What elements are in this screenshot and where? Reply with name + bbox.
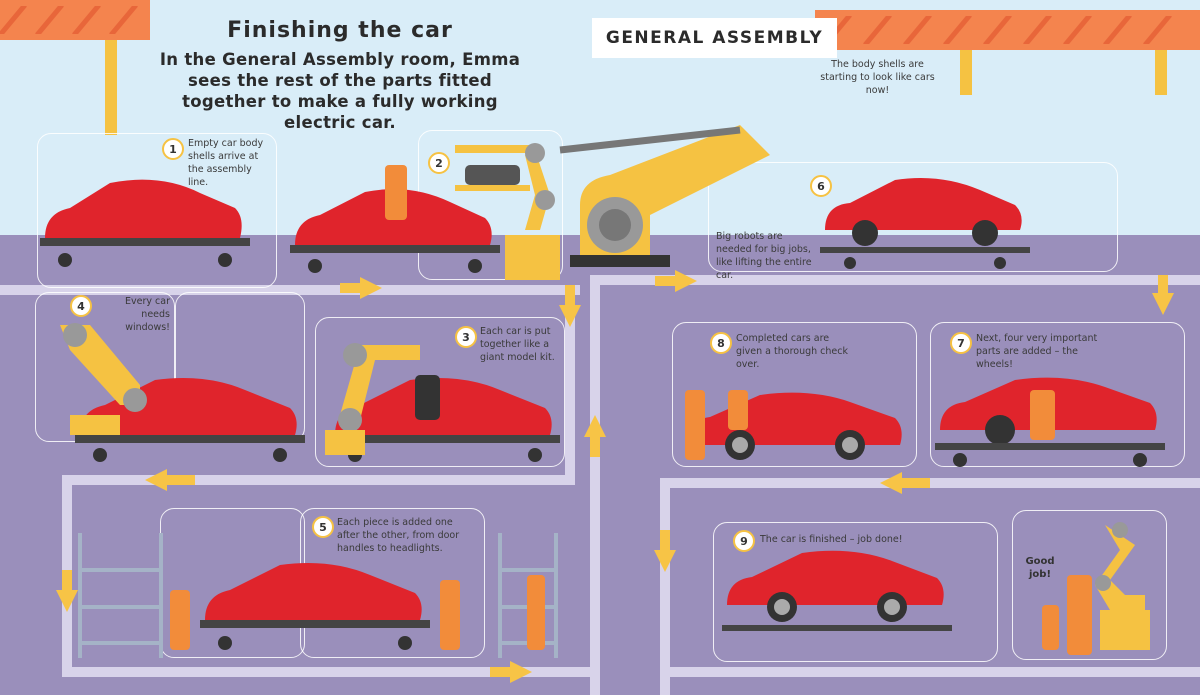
robot-arm-window <box>60 323 147 435</box>
arrow-left-1-shaft <box>900 478 930 488</box>
arrow-down-icon <box>56 590 78 612</box>
arrow-right-icon <box>510 661 532 683</box>
step-caption-5: Each piece is added one after the other,… <box>337 517 460 554</box>
step-panel-8 <box>672 322 917 467</box>
step-number-7: 7 <box>950 332 972 354</box>
gantry-crane-right <box>815 10 1200 50</box>
arrow-left-2-shaft <box>165 475 195 485</box>
step-number-5: 5 <box>312 516 334 538</box>
arrow-down-4-shaft <box>660 530 670 552</box>
car-check <box>685 392 902 460</box>
page-title: Finishing the car <box>227 18 453 43</box>
track-bottom-right <box>660 667 1200 677</box>
step-number-1: 1 <box>162 138 184 160</box>
step-number-9: 9 <box>733 530 755 552</box>
arrow-right-icon <box>675 270 697 292</box>
crane-arm-right-2 <box>1155 50 1167 95</box>
step-number-2: 2 <box>428 152 450 174</box>
step-panel-9 <box>713 522 998 662</box>
arrow-right-2-shaft <box>655 276 675 286</box>
worker-emma-tablet <box>385 165 407 220</box>
arrow-right-3-shaft <box>490 667 510 677</box>
robot-arm-finish <box>1095 522 1150 650</box>
step-caption-7: Next, four very important parts are adde… <box>976 333 1098 370</box>
step-caption-3: Each car is put together like a giant mo… <box>480 326 555 363</box>
arrow-down-1-shaft <box>565 285 575 307</box>
sky-note: The body shells are starting to look lik… <box>820 59 935 96</box>
robot-arm-seat <box>325 343 420 455</box>
step-number-6: 6 <box>810 175 832 197</box>
robot-arm-battery <box>455 143 560 280</box>
car-shell-1 <box>40 179 250 267</box>
step-panel-6 <box>708 162 1118 272</box>
car-parts <box>200 562 430 650</box>
step-caption-9: The car is finished – job done! <box>760 534 903 545</box>
step-caption-1: Empty car body shells arrive at the asse… <box>188 138 264 188</box>
page-intro: In the General Assembly room, Emma sees … <box>159 50 521 132</box>
step-panel-3 <box>315 317 565 467</box>
arrow-down-icon <box>1152 293 1174 315</box>
speech-bubble: Good job! <box>1025 556 1055 580</box>
worker-shelf <box>527 575 545 650</box>
step-number-8: 8 <box>710 332 732 354</box>
arrow-right-icon <box>360 277 382 299</box>
emma-child <box>1042 605 1059 650</box>
step-number-4: 4 <box>70 295 92 317</box>
step-panel-7 <box>930 322 1185 467</box>
car-finished <box>722 550 952 631</box>
step-number-3: 3 <box>455 326 477 348</box>
arrow-down-icon <box>559 305 581 327</box>
car-lifted <box>820 177 1030 269</box>
track-top-left <box>0 285 580 295</box>
track-top-right <box>590 275 1200 285</box>
track-vertical-center <box>590 275 600 695</box>
track-mid-left <box>62 475 575 485</box>
big-robot-arm <box>559 125 770 267</box>
track-right-vertical <box>660 478 670 695</box>
robots-note: Big robots are needed for big jobs, like… <box>716 231 812 281</box>
worker-adult-final <box>1067 575 1092 655</box>
track-vertical-mid <box>565 285 575 480</box>
crane-arm-left <box>105 40 117 135</box>
arrow-up-icon <box>584 415 606 437</box>
gantry-crane-left <box>0 0 150 40</box>
step-panel-1 <box>37 133 277 288</box>
track-bottom-left <box>62 667 600 677</box>
arrow-left-icon <box>880 472 902 494</box>
arrow-down-2-shaft <box>1158 275 1168 295</box>
step-panel-10 <box>1012 510 1167 660</box>
worker-wheel <box>1030 390 1055 440</box>
track-mid-right <box>660 478 1200 488</box>
worker-parts-right <box>440 580 460 650</box>
section-badge: GENERAL ASSEMBLY <box>592 18 837 58</box>
crane-arm-right-1 <box>960 50 972 95</box>
worker-inspector-2 <box>728 390 748 430</box>
car-seat <box>330 375 560 462</box>
step-caption-8: Completed cars are given a thorough chec… <box>736 333 848 370</box>
page-header: Finishing the car In the General Assembl… <box>150 18 530 133</box>
arrow-right-1-shaft <box>340 283 360 293</box>
arrow-down-3-shaft <box>62 570 72 592</box>
arrow-left-icon <box>145 469 167 491</box>
arrow-down-icon <box>654 550 676 572</box>
arrow-up-shaft <box>590 437 600 457</box>
factory-floor <box>0 235 1200 695</box>
step-caption-4: Every car needs windows! <box>125 296 170 333</box>
worker-parts-left <box>170 590 190 650</box>
worker-inspector-1 <box>685 390 705 460</box>
parts-shelf-left <box>78 533 163 658</box>
